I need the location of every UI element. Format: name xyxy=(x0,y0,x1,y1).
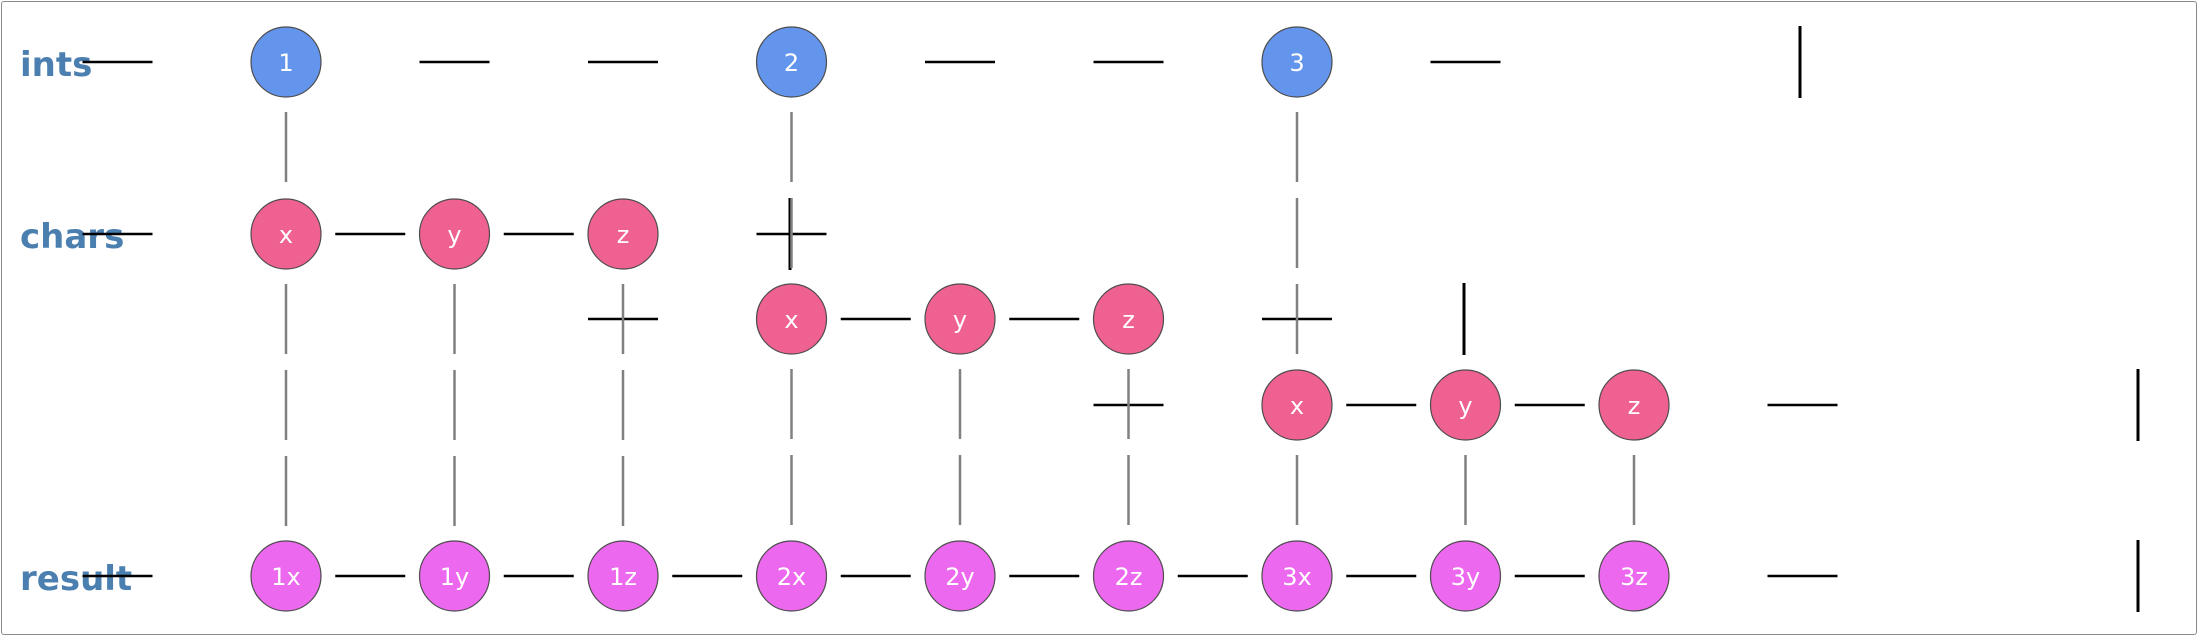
char-marble: x xyxy=(755,283,828,355)
row-label-ints: ints xyxy=(20,45,92,85)
char-marble: y xyxy=(418,198,491,270)
char-marble-label: x xyxy=(1290,392,1304,420)
result-marble-circle xyxy=(1092,540,1165,612)
result-marble-label: 3z xyxy=(1620,563,1648,591)
result-marble: 1z xyxy=(587,540,659,612)
int-marble: 2 xyxy=(755,26,828,98)
result-marble-circle xyxy=(587,540,659,612)
char-marble: y xyxy=(924,283,996,355)
char-marble-label: z xyxy=(1122,306,1135,334)
result-marble-label: 3y xyxy=(1451,563,1480,591)
result-marble-circle xyxy=(924,540,996,612)
result-marble: 3y xyxy=(1429,540,1502,612)
result-marble-circle xyxy=(250,540,322,612)
char-marble-circle xyxy=(1261,369,1333,441)
int-marble: 3 xyxy=(1261,26,1333,98)
char-marble: z xyxy=(587,198,659,270)
char-marble-circle xyxy=(250,198,322,270)
char-marble-circle xyxy=(924,283,996,355)
result-marble-circle xyxy=(1598,540,1670,612)
char-marble: z xyxy=(1092,283,1165,355)
row-label-chars: chars xyxy=(20,217,124,257)
char-marble-label: z xyxy=(1628,392,1641,420)
char-marble-label: y xyxy=(447,221,461,249)
int-marble-label: 2 xyxy=(784,49,799,77)
char-marble-circle xyxy=(1092,283,1165,355)
int-marble: 1 xyxy=(250,26,322,98)
result-marble-label: 1z xyxy=(609,563,637,591)
result-marble: 2y xyxy=(924,540,996,612)
result-marble-circle xyxy=(1429,540,1502,612)
int-marble-circle xyxy=(250,26,322,98)
char-marble-label: y xyxy=(953,306,967,334)
result-marble-circle xyxy=(755,540,828,612)
char-marble-circle xyxy=(587,198,659,270)
char-marble: x xyxy=(1261,369,1333,441)
char-marble-circle xyxy=(1429,369,1502,441)
result-marble: 2x xyxy=(755,540,828,612)
result-marble: 2z xyxy=(1092,540,1165,612)
char-marble: z xyxy=(1598,369,1670,441)
result-marble: 3x xyxy=(1261,540,1333,612)
result-marble-circle xyxy=(418,540,491,612)
result-marble: 1x xyxy=(250,540,322,612)
row-label-result: result xyxy=(20,559,132,599)
char-marble-circle xyxy=(1598,369,1670,441)
connection-lines xyxy=(82,26,2140,612)
char-marble-label: y xyxy=(1458,392,1472,420)
int-marble-label: 3 xyxy=(1289,49,1304,77)
result-marble: 3z xyxy=(1598,540,1670,612)
result-marble-label: 1x xyxy=(271,563,300,591)
char-marble-label: z xyxy=(617,221,630,249)
char-marble: x xyxy=(250,198,322,270)
char-marble-label: x xyxy=(279,221,293,249)
result-marble-label: 2y xyxy=(945,563,974,591)
result-marble: 1y xyxy=(418,540,491,612)
result-marble-label: 1y xyxy=(440,563,469,591)
char-marble-circle xyxy=(755,283,828,355)
result-marble-label: 2x xyxy=(777,563,806,591)
char-marble: y xyxy=(1429,369,1502,441)
char-marble-label: x xyxy=(784,306,798,334)
char-marble-circle xyxy=(418,198,491,270)
result-marble-label: 2z xyxy=(1115,563,1143,591)
int-marble-label: 1 xyxy=(278,49,293,77)
int-marble-circle xyxy=(755,26,828,98)
int-marble-circle xyxy=(1261,26,1333,98)
result-marble-label: 3x xyxy=(1282,563,1311,591)
result-marble-circle xyxy=(1261,540,1333,612)
